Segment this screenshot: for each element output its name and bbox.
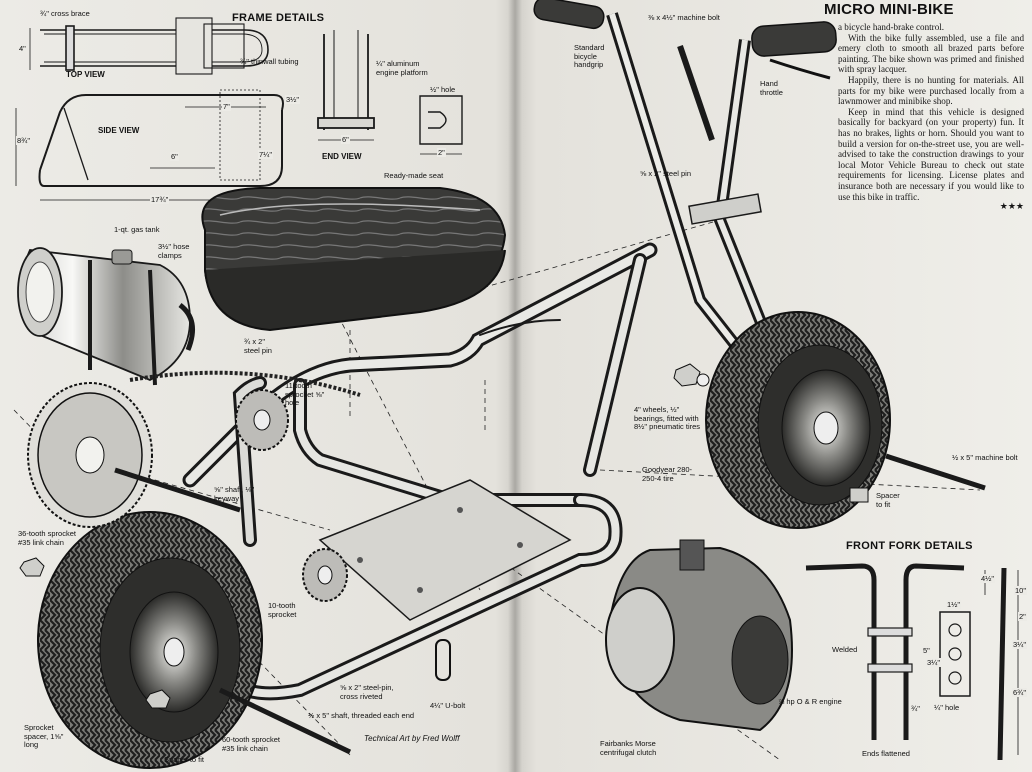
frame-details-heading: FRAME DETAILS <box>232 12 325 24</box>
dim-fork-e: 6¾" <box>1012 688 1028 697</box>
end-mark: ★★★ <box>999 201 1024 212</box>
handgrips <box>533 0 837 80</box>
dim-three-half: 3½" <box>285 95 301 104</box>
label-hand-throttle: Hand throttle <box>760 79 783 97</box>
dim-fork-d: 3¼" <box>1012 640 1028 649</box>
dim-fork-i: ¾" <box>910 704 921 713</box>
label-engine: ⅞ hp O & R engine <box>778 697 842 706</box>
frame-end-view <box>317 30 375 141</box>
dim-fork-h: 3¼" <box>926 658 942 667</box>
credit-line: Technical Art by Fred Wolff <box>364 734 460 743</box>
label-gas-tank: 1-qt. gas tank <box>114 225 160 234</box>
dim-fork-a: 4½" <box>980 574 996 583</box>
frame-side-view <box>15 89 284 201</box>
label-handgrip: Standard bicycle handgrip <box>574 43 605 69</box>
label-platform: ¼" aluminum engine platform <box>376 59 428 77</box>
dim-seven-quarter: 7¼" <box>258 150 274 159</box>
label-shaft-threaded: ½ x 5" shaft, threaded each end <box>308 711 415 720</box>
label-quarter-hole: ¼" hole <box>934 703 960 712</box>
label-seat: Ready-made seat <box>384 171 444 180</box>
article-paragraph: Keep in mind that this vehicle is design… <box>838 106 1024 202</box>
label-sprocket-10: 10-tooth sprocket <box>268 601 297 619</box>
dim-top-height: 4" <box>18 44 27 53</box>
article-paragraph: With the bike fully assembled, use a fil… <box>838 32 1024 75</box>
chain <box>129 370 361 397</box>
label-goodyear: Goodyear 280-250-4 tire <box>642 465 693 483</box>
article-body: a bicycle hand-brake control. With the b… <box>838 22 1024 212</box>
label-thinwall: ¾" thinwall tubing <box>240 57 299 66</box>
engine-platform <box>318 479 572 621</box>
label-welded: Welded <box>832 645 858 654</box>
article-paragraph: Happily, there is no hunting for materia… <box>838 74 1024 107</box>
slot-detail <box>419 95 463 155</box>
label-spacer-fit-left: Spacer to fit <box>164 755 205 764</box>
front-fork-details-heading: FRONT FORK DETAILS <box>846 540 973 552</box>
dim-fork-b: 10" <box>1014 586 1028 595</box>
label-sprocket-11: 11-tooth sprocket ⅝" hole <box>285 381 325 407</box>
label-clutch: Fairbanks Morse centrifugal clutch <box>600 739 657 757</box>
fork-details-diagram <box>805 563 1019 761</box>
label-sprocket-60: 60-tooth sprocket #35 link chain <box>222 735 280 753</box>
side-view-label: SIDE VIEW <box>98 126 140 135</box>
shafts <box>114 453 986 755</box>
label-cross-brace: ¾" cross brace <box>40 9 90 18</box>
dim-fork-c: 2" <box>1018 612 1027 621</box>
page-fold <box>508 0 522 772</box>
dim-six: 6" <box>170 152 179 161</box>
frame-top-view <box>29 17 269 75</box>
label-sprocket-spacer: Sprocket spacer, 1⅝" long <box>24 723 64 749</box>
gas-tank <box>17 247 195 386</box>
label-half-hole: ½" hole <box>430 85 456 94</box>
dim-slot-width: 2" <box>437 148 446 157</box>
dim-seven: 7" <box>222 102 231 111</box>
dim-fork-g: 5" <box>922 646 931 655</box>
dim-side-length: 17¾" <box>150 195 170 204</box>
main-frame <box>182 242 658 701</box>
label-sprocket-36: 36-tooth sprocket #35 link chain <box>18 529 76 547</box>
hardware <box>19 363 869 709</box>
label-ends-flattened: Ends flattened <box>862 749 910 758</box>
article-paragraph: a bicycle hand-brake control. <box>838 22 945 32</box>
sprocket-36 <box>27 382 153 528</box>
engine <box>605 539 793 732</box>
dim-end-width: 6" <box>341 135 350 144</box>
dim-fork-f: 1½" <box>946 600 962 609</box>
front-wheel <box>705 311 891 529</box>
rear-wheel <box>37 511 263 769</box>
label-hose-clamps: 3½" hose clamps <box>158 242 190 260</box>
top-view-label: TOP VIEW <box>66 70 105 79</box>
label-machine-bolt-top: ⅜ x 4½" machine bolt <box>648 13 720 22</box>
label-u-bolt: 4¼" U-bolt <box>430 701 466 710</box>
label-steel-pin-58: ⅝ x 2" steel pin <box>640 169 692 178</box>
end-view-label: END VIEW <box>322 152 362 161</box>
label-steel-pin-cross: ⅝ x 2" steel-pin, cross riveted <box>340 683 394 701</box>
label-shaft-58: ⅝" shaft, ⅛" keyway <box>214 485 255 503</box>
label-steel-pin-34: ¾ x 2" steel pin <box>244 337 272 355</box>
label-spacer-fit-right: Spacer to fit <box>876 491 900 509</box>
dim-side-height: 8¾" <box>16 136 32 145</box>
label-wheels: 4" wheels, ½" bearings, fitted with 8½" … <box>634 405 701 431</box>
article-title: MICRO MINI-BIKE <box>824 1 954 18</box>
seat <box>201 187 507 332</box>
small-sprockets <box>235 389 348 602</box>
label-machine-bolt-right: ½ x 5" machine bolt <box>952 453 1018 462</box>
